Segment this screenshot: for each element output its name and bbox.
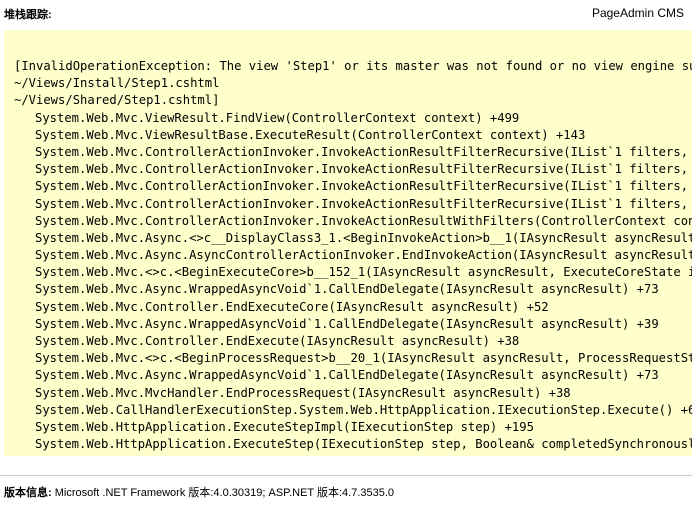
stack-trace-line: System.Web.Mvc.ControllerActionInvoker.I…: [35, 179, 689, 194]
stack-trace-line: [InvalidOperationException: The view 'St…: [14, 59, 692, 73]
stack-trace-line: System.Web.Mvc.Async.<>c__DisplayClass3_…: [35, 230, 692, 245]
stack-trace-line: System.Web.Mvc.<>c.<BeginExecuteCore>b__…: [35, 265, 692, 280]
stack-trace-lines: [InvalidOperationException: The view 'St…: [14, 58, 692, 453]
stack-trace-line: System.Web.Mvc.Async.WrappedAsyncVoid`1.…: [35, 368, 659, 383]
stack-trace-line: System.Web.Mvc.ControllerActionInvoker.I…: [35, 213, 692, 228]
stack-trace-line: System.Web.Mvc.Async.AsyncControllerActi…: [35, 248, 692, 263]
divider: [0, 475, 692, 476]
stack-trace-box: [InvalidOperationException: The view 'St…: [4, 30, 692, 456]
stack-trace-line: System.Web.Mvc.Async.WrappedAsyncVoid`1.…: [35, 282, 659, 297]
stack-trace-line: System.Web.Mvc.Controller.EndExecuteCore…: [35, 299, 549, 314]
stack-trace-line: System.Web.Mvc.<>c.<BeginProcessRequest>…: [35, 351, 692, 366]
stack-trace-line: System.Web.HttpApplication.ExecuteStepIm…: [35, 419, 534, 434]
version-info: 版本信息: Microsoft .NET Framework 版本:4.0.30…: [4, 484, 394, 500]
version-info-text: Microsoft .NET Framework 版本:4.0.30319; A…: [51, 487, 395, 499]
stack-trace-line: System.Web.Mvc.Controller.EndExecute(IAs…: [35, 334, 520, 348]
stack-trace-line: System.Web.Mvc.ControllerActionInvoker.I…: [35, 196, 689, 211]
stack-trace-line: ~/Views/Shared/Step1.cshtml]: [14, 93, 220, 108]
stack-trace-line: System.Web.Mvc.ViewResult.FindView(Contr…: [35, 110, 520, 125]
brand-label: PageAdmin CMS: [591, 6, 684, 20]
stack-trace-line: System.Web.Mvc.ControllerActionInvoker.I…: [35, 162, 689, 177]
stack-trace-line: System.Web.Mvc.Async.WrappedAsyncVoid`1.…: [35, 316, 659, 331]
stack-trace-line: System.Web.Mvc.ControllerActionInvoker.I…: [35, 144, 689, 159]
stack-trace-line: System.Web.Mvc.MvcHandler.EndProcessRequ…: [35, 385, 571, 400]
stack-trace-heading: 堆栈跟踪:: [4, 9, 52, 21]
stack-trace-line: System.Web.Mvc.ViewResultBase.ExecuteRes…: [35, 127, 586, 142]
stack-trace-line: ~/Views/Install/Step1.cshtml: [14, 76, 220, 91]
stack-trace-line: System.Web.HttpApplication.ExecuteStep(I…: [35, 437, 692, 452]
version-info-label: 版本信息:: [4, 487, 52, 499]
stack-trace-line: System.Web.CallHandlerExecutionStep.Syst…: [35, 402, 692, 417]
